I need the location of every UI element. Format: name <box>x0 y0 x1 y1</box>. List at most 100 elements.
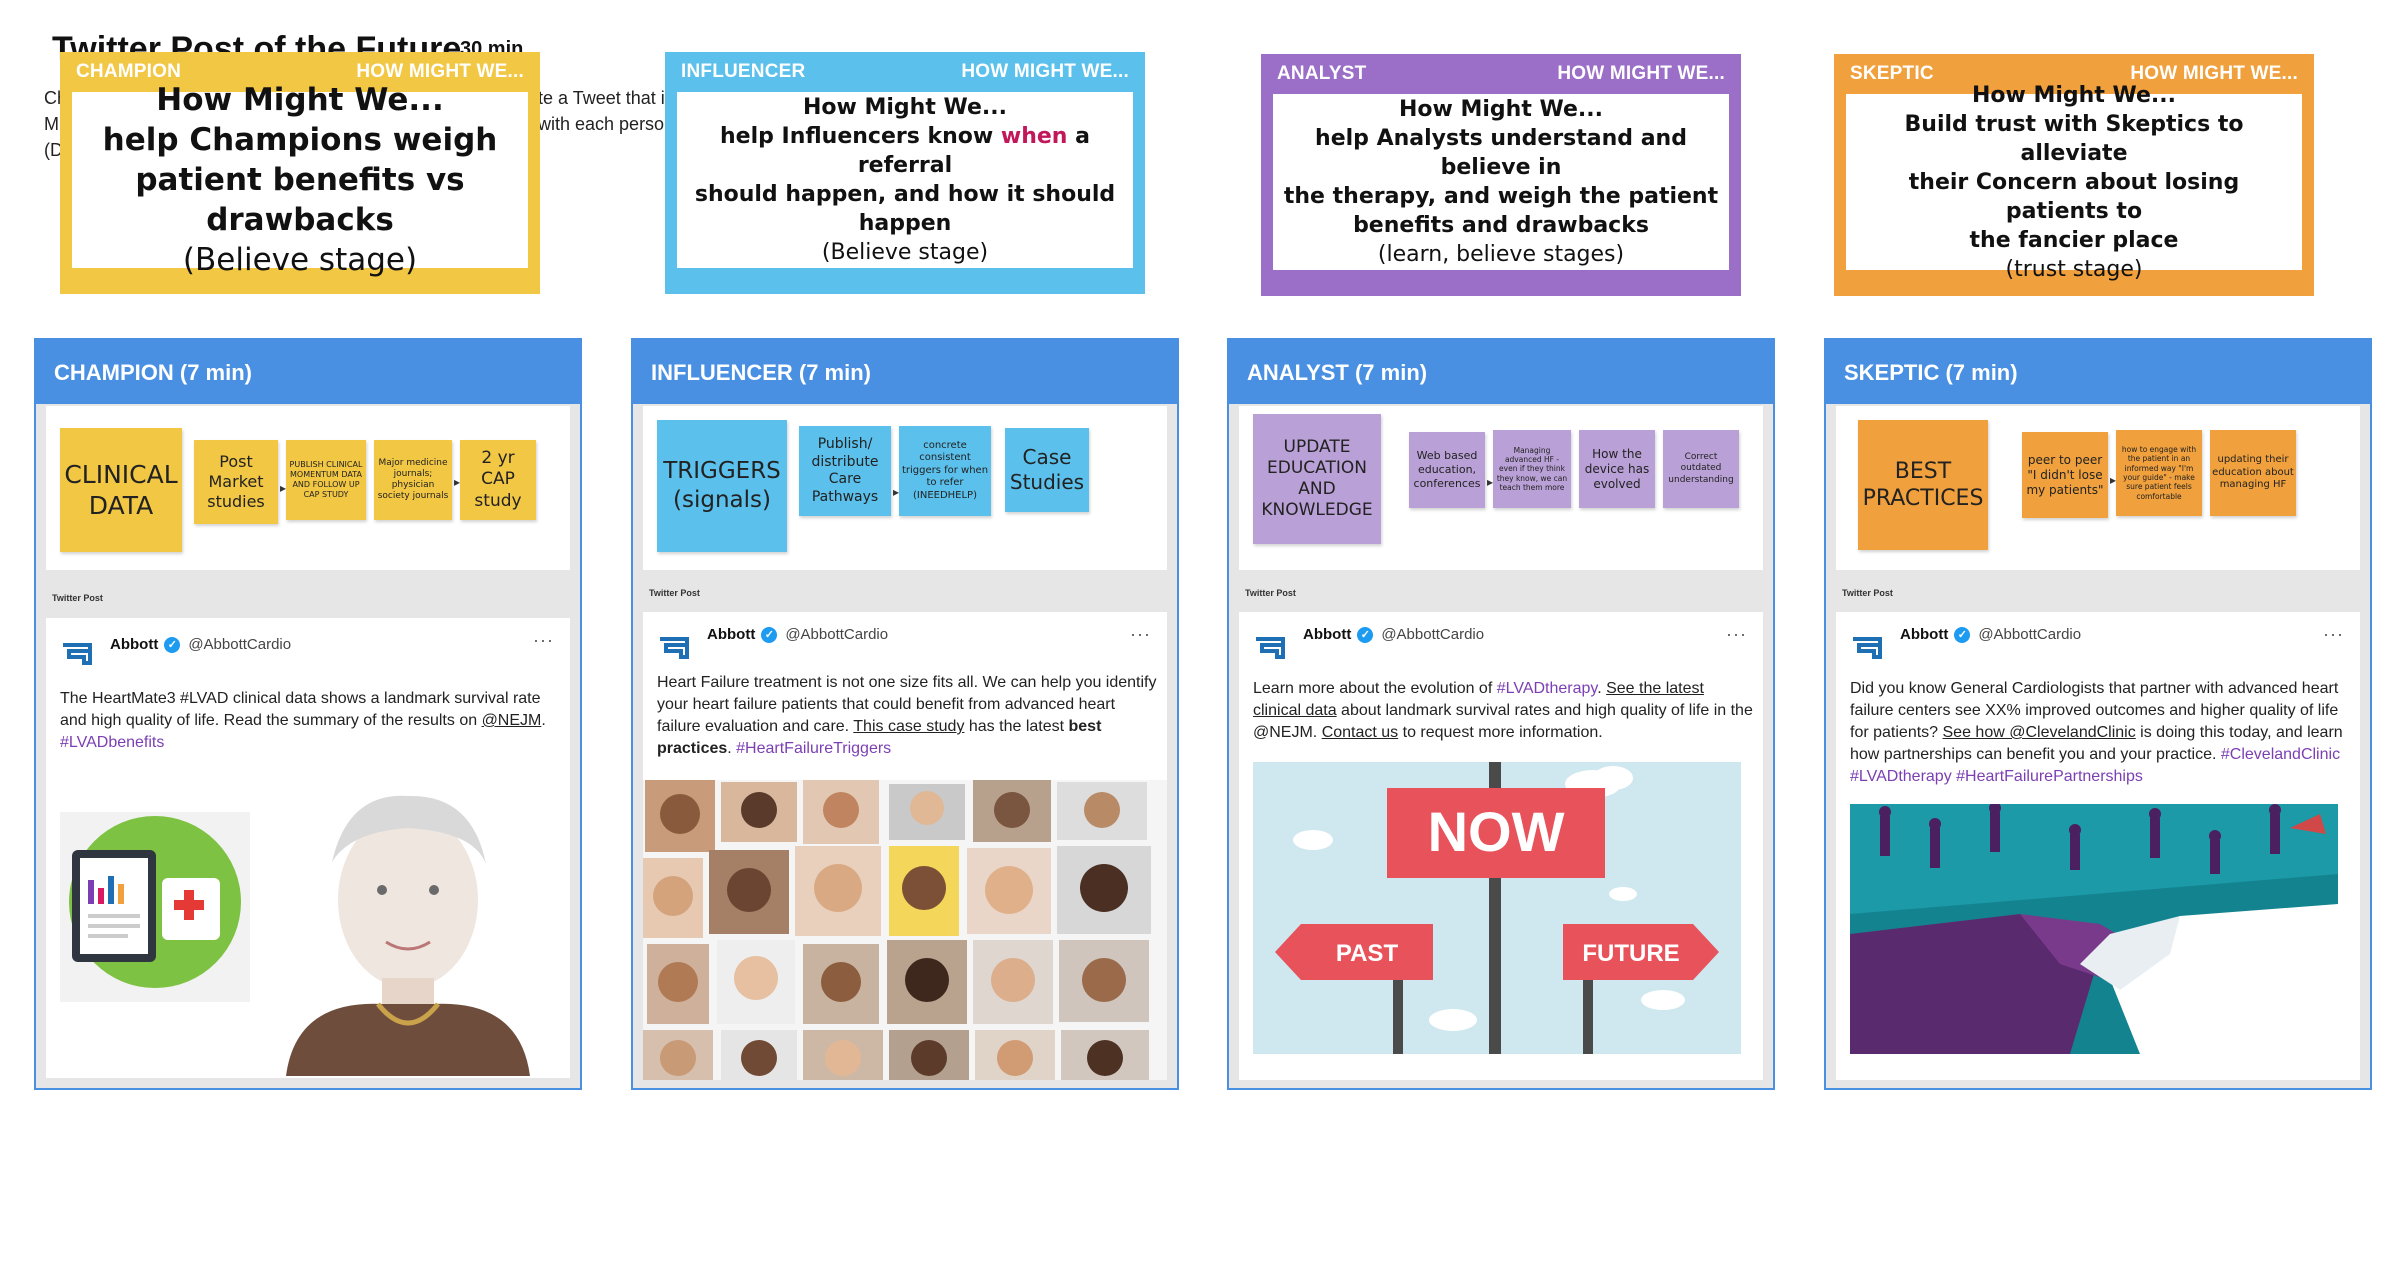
hmw-stage: (trust stage) <box>2005 256 2143 282</box>
sticky-note[interactable]: TRIGGERS (signals) <box>657 420 787 552</box>
tweet-hashtags[interactable]: #HeartFailureTriggers <box>736 740 892 757</box>
hmw-line: How Might We... <box>1971 82 2176 108</box>
idea-area: CLINICAL DATA Post Market studies ▸ PUBL… <box>46 406 570 570</box>
sticky-note[interactable]: BEST PRACTICES <box>1858 420 1988 550</box>
hmw-line: should happen, and how it should <box>694 182 1116 207</box>
hmw-label: HOW MIGHT WE... <box>1557 63 1725 84</box>
arrow-icon: ▸ <box>893 485 900 499</box>
twitter-post-label: Twitter Post <box>1842 588 1893 598</box>
hmw-line: patient benefits vs drawbacks <box>135 162 465 238</box>
more-options-icon[interactable]: ··· <box>533 630 554 650</box>
hmw-line: benefits and drawbacks <box>1353 213 1649 238</box>
tweet-author: Abbott✓@AbbottCardio <box>707 626 889 644</box>
hmw-stage: (learn, believe stages) <box>1377 242 1625 267</box>
more-options-icon[interactable]: ··· <box>1726 624 1747 644</box>
tweet-handle: @AbbottCardio <box>785 626 889 643</box>
hmw-line: help Champions weigh <box>102 122 498 158</box>
abbott-logo-icon <box>660 637 689 659</box>
hmw-label: HOW MIGHT WE... <box>961 61 1129 82</box>
persona-skeptic-frame[interactable]: SKEPTIC (7 min) BEST PRACTICES peer to p… <box>1824 338 2372 1090</box>
tweet-handle: @AbbottCardio <box>1381 626 1485 643</box>
tweet-text: The HeartMate3 #LVAD clinical data shows… <box>60 690 546 751</box>
tweet-image <box>60 792 554 1076</box>
tweet-image: NOW PAST FUTURE <box>1253 762 1741 1054</box>
sticky-note[interactable]: CLINICAL DATA <box>60 428 182 552</box>
sticky-note[interactable]: Managing advanced HF - even if they thin… <box>1493 430 1571 508</box>
hmw-highlight: when <box>1000 124 1068 149</box>
intro-text: te a Tweet that i <box>538 88 665 108</box>
hmw-tag: CHAMPION <box>76 61 182 82</box>
sticky-note[interactable]: Correct outdated understanding <box>1663 430 1739 508</box>
hmw-stage: (Believe stage) <box>182 242 418 278</box>
abbott-logo-icon <box>1256 637 1285 659</box>
hmw-line: the therapy, and weigh the patient <box>1283 184 1719 209</box>
tweet-link[interactable]: @NEJM <box>481 712 542 729</box>
sticky-note[interactable]: Publish/ distribute Care Pathways <box>799 426 891 516</box>
clinical-report-illustration <box>60 792 554 1076</box>
sticky-note[interactable]: Post Market studies <box>194 440 278 524</box>
tweet-handle: @AbbottCardio <box>188 636 292 653</box>
twitter-post-label: Twitter Post <box>52 593 103 603</box>
sticky-note[interactable]: updating their education about managing … <box>2210 430 2296 516</box>
hmw-tag: SKEPTIC <box>1850 63 1934 84</box>
sign-past: PAST <box>1336 940 1399 967</box>
sticky-note[interactable]: How the device has evolved <box>1579 430 1655 508</box>
tweet-link[interactable]: See how @ClevelandClinic <box>1942 724 2136 741</box>
hmw-tag: INFLUENCER <box>681 61 806 82</box>
sticky-note[interactable]: 2 yr CAP study <box>460 440 536 520</box>
verified-icon: ✓ <box>164 637 181 654</box>
tweet-card: Abbott✓@AbbottCardio ··· Learn more abou… <box>1239 612 1763 1080</box>
tweet-author: Abbott✓@AbbottCardio <box>1303 626 1485 644</box>
tweet-link[interactable]: See the latest clinical data <box>1253 680 1704 719</box>
hmw-tag: ANALYST <box>1277 63 1367 84</box>
tweet-card: Abbott✓@AbbottCardio ··· The HeartMate3 … <box>46 618 570 1078</box>
intro-text: with each person <box>538 114 675 134</box>
hmw-line: How Might We... <box>156 82 444 118</box>
persona-influencer-frame[interactable]: INFLUENCER (7 min) TRIGGERS (signals) Pu… <box>631 338 1179 1090</box>
tweet-hashtags[interactable]: #ClevelandClinic #LVADtherapy #HeartFail… <box>1850 746 2341 785</box>
verified-icon: ✓ <box>1357 627 1374 644</box>
sticky-note[interactable]: Major medicine journals; physician socie… <box>374 440 452 520</box>
twitter-post-label: Twitter Post <box>1245 588 1296 598</box>
more-options-icon[interactable]: ··· <box>1130 624 1151 644</box>
sticky-note[interactable]: Case Studies <box>1005 428 1089 512</box>
sticky-note[interactable]: how to engage with the patient in an inf… <box>2116 430 2202 516</box>
sign-now: NOW <box>1428 800 1565 863</box>
hmw-stage: (Believe stage) <box>821 240 989 265</box>
tweet-link[interactable]: This case study <box>853 718 965 735</box>
sticky-note[interactable]: peer to peer "I didn't lose my patients" <box>2022 432 2108 518</box>
hmw-line: How Might We... <box>1398 97 1603 122</box>
sticky-note[interactable]: UPDATE EDUCATION AND KNOWLEDGE <box>1253 414 1381 544</box>
idea-area: TRIGGERS (signals) Publish/ distribute C… <box>643 406 1167 570</box>
tweet-link[interactable]: Contact us <box>1321 724 1399 741</box>
tweet-author: Abbott✓@AbbottCardio <box>110 636 292 654</box>
persona-header: ANALYST (7 min) <box>1229 340 1773 404</box>
sticky-note[interactable]: concrete consistent triggers for when to… <box>899 426 991 516</box>
sign-future: FUTURE <box>1582 940 1679 967</box>
sticky-note[interactable]: PUBLISH CLINICAL MOMENTUM DATA AND FOLLO… <box>286 440 366 520</box>
twitter-post-label: Twitter Post <box>649 588 700 598</box>
hmw-line: their Concern about losing patients to <box>1908 169 2240 224</box>
arrow-icon: ▸ <box>454 475 461 489</box>
persona-analyst-frame[interactable]: ANALYST (7 min) UPDATE EDUCATION AND KNO… <box>1227 338 1775 1090</box>
hmw-label: HOW MIGHT WE... <box>356 61 524 82</box>
tweet-card: Abbott✓@AbbottCardio ··· Did you know Ge… <box>1836 612 2360 1080</box>
arrow-icon: ▸ <box>280 481 287 495</box>
hmw-label: HOW MIGHT WE... <box>2130 63 2298 84</box>
persona-champion-frame[interactable]: CHAMPION (7 min) CLINICAL DATA Post Mark… <box>34 338 582 1090</box>
arrow-icon: ▸ <box>1487 475 1494 489</box>
sticky-note[interactable]: Web based education, conferences <box>1409 432 1485 508</box>
hmw-line: the fancier place <box>1969 227 2179 253</box>
persona-header: CHAMPION (7 min) <box>36 340 580 404</box>
tweet-hashtags[interactable]: #LVADbenefits <box>60 734 165 751</box>
more-options-icon[interactable]: ··· <box>2323 624 2344 644</box>
tweet-author: Abbott✓@AbbottCardio <box>1900 626 2082 644</box>
tweet-hashtag[interactable]: #LVADtherapy <box>1496 680 1598 697</box>
tweet-text: Did you know General Cardiologists that … <box>1850 680 2343 785</box>
idea-area: BEST PRACTICES peer to peer "I didn't lo… <box>1836 406 2360 570</box>
abbott-logo-icon <box>1853 637 1882 659</box>
